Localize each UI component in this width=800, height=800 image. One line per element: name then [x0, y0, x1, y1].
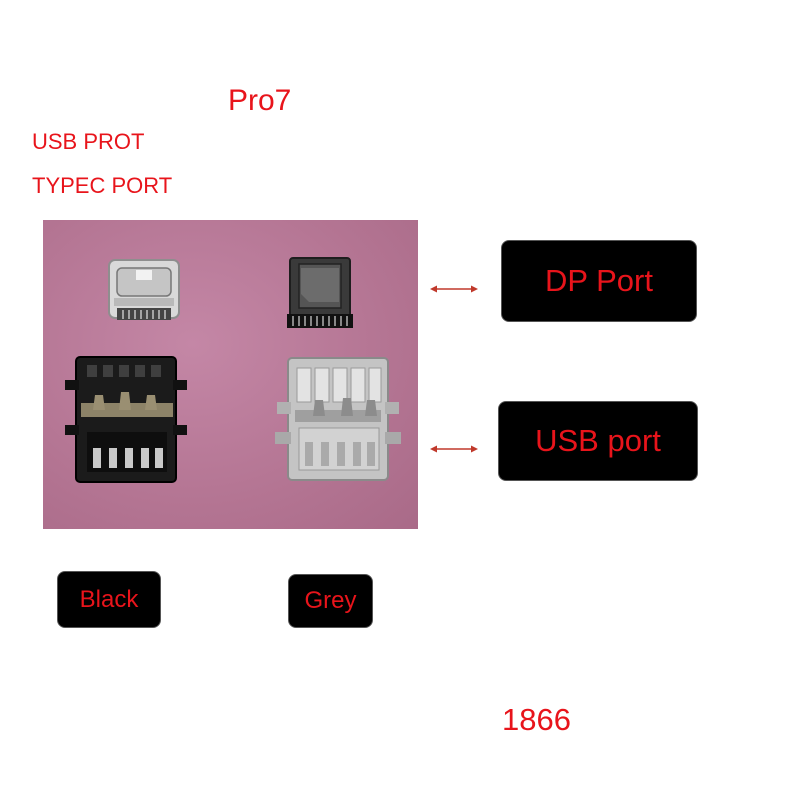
usb-port-tag: USB port [498, 401, 698, 481]
connectors-photo [43, 220, 418, 529]
usb-grey-connector-icon [275, 357, 401, 481]
typec-port-label: TYPEC PORT [32, 173, 173, 198]
product-title: Pro7 [228, 84, 292, 117]
dp-port-tag: DP Port [501, 240, 697, 322]
black-color-tag: Black [57, 571, 161, 628]
arrow-icon [430, 445, 478, 453]
dp-connector-icon [287, 257, 353, 328]
grey-color-tag: Grey [288, 574, 373, 628]
typec-connector-icon [108, 259, 180, 320]
usb-black-connector-icon [65, 356, 187, 483]
usb-prot-label: USB PROT [32, 129, 145, 154]
model-code: 1866 [502, 702, 571, 737]
arrow-icon [430, 285, 478, 293]
